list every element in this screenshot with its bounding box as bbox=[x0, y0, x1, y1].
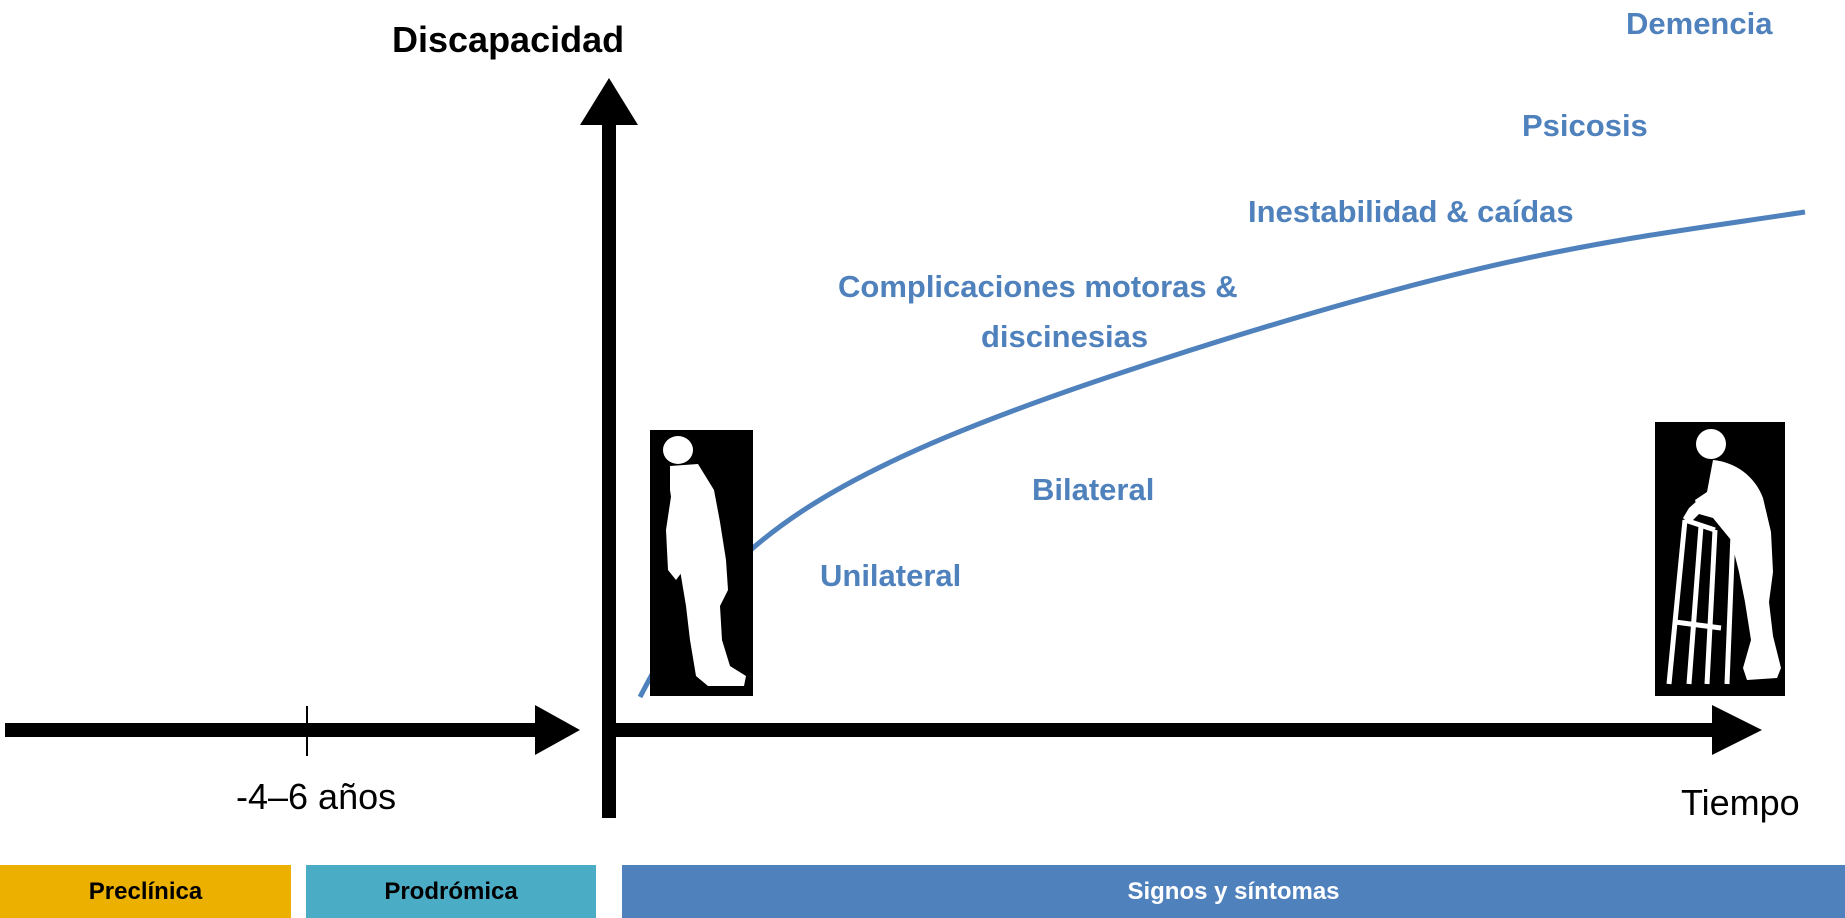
y-axis-label: Discapacidad bbox=[392, 19, 625, 60]
tick-label: -4–6 años bbox=[236, 776, 397, 817]
early-patient-figure bbox=[650, 430, 753, 696]
stooped-person-icon bbox=[663, 436, 746, 686]
y-axis-arrowhead bbox=[580, 78, 638, 125]
stage-instability-falls: Inestabilidad & caídas bbox=[1248, 194, 1574, 229]
stage-dementia: Demencia bbox=[1626, 6, 1773, 41]
stage-motor-complications: Complicaciones motoras & bbox=[838, 269, 1238, 304]
stage-psychosis: Psicosis bbox=[1522, 108, 1648, 143]
x-axis-label: Tiempo bbox=[1681, 782, 1800, 823]
phase-signs-symptoms: Signos y síntomas bbox=[622, 865, 1845, 918]
stage-dyskinesias: discinesias bbox=[981, 319, 1149, 354]
stage-unilateral: Unilateral bbox=[820, 558, 962, 593]
phase-signs-symptoms-label: Signos y síntomas bbox=[1127, 877, 1340, 905]
late-patient-figure bbox=[1655, 422, 1785, 696]
phase-preclinical: Preclínica bbox=[0, 865, 291, 918]
phase-prodromal-label: Prodrómica bbox=[384, 877, 518, 905]
phase-prodromal: Prodrómica bbox=[306, 865, 596, 918]
phase-preclinical-label: Preclínica bbox=[88, 877, 203, 905]
stage-bilateral: Bilateral bbox=[1032, 472, 1155, 507]
person-with-walker-icon bbox=[1666, 429, 1781, 685]
x-axis-arrowhead bbox=[1712, 705, 1762, 755]
pre-timeline-arrowhead bbox=[535, 705, 580, 755]
